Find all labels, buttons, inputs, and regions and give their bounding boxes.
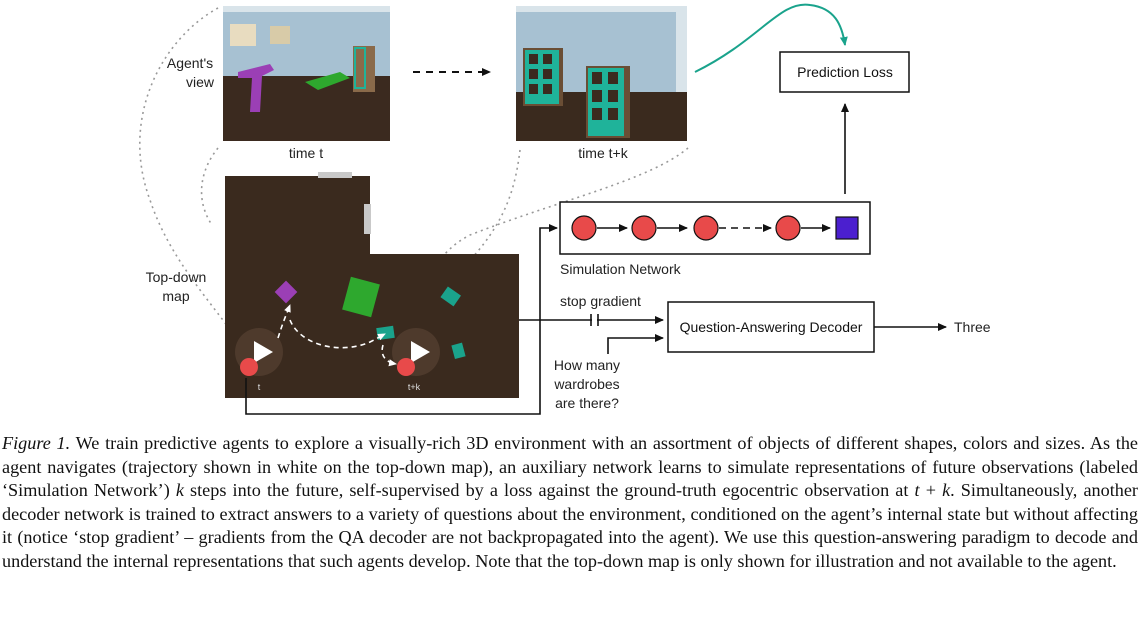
- topdown-map: t t+k: [225, 172, 519, 398]
- answer-label: Three: [954, 319, 991, 335]
- sim-node-2: [631, 215, 657, 241]
- agents-view-label-line2: view: [186, 74, 215, 90]
- figure-diagram: Agent's view time t: [139, 3, 991, 415]
- wardrobe-near: [523, 48, 563, 106]
- map-purple-object: [274, 280, 298, 304]
- question-line3: are there?: [555, 395, 619, 411]
- prediction-loss-label: Prediction Loss: [797, 64, 893, 80]
- agent-view-time-t: [223, 6, 390, 141]
- teal-arrow-to-loss: [694, 3, 848, 73]
- caption-text-3: . Simultaneously, another decoder networ…: [2, 480, 1138, 571]
- map-green-object: [342, 276, 380, 318]
- map-marker-t: t: [258, 382, 261, 392]
- sim-node-3: [693, 215, 719, 241]
- agent-marker-tk: [411, 341, 430, 363]
- caption-label: Figure 1.: [2, 433, 71, 453]
- question-arrow: [607, 334, 664, 354]
- caption-math-k: k: [175, 480, 184, 501]
- question-line1: How many: [554, 357, 620, 373]
- caption-text-2: steps into the future, self-supervised b…: [183, 480, 915, 501]
- agent-view-time-tk: [516, 6, 687, 141]
- wardrobe-far: [586, 66, 630, 138]
- prediction-loss-box: [779, 51, 910, 93]
- topdown-map-label-line2: map: [162, 288, 189, 304]
- agent-marker-t: [254, 341, 273, 363]
- map-marker-tk: t+k: [408, 382, 421, 392]
- agents-view-label-line1: Agent's: [167, 55, 213, 71]
- sim-output-square: [835, 216, 859, 240]
- simulation-network-nodes: [571, 215, 859, 241]
- question-line2: wardrobes: [553, 376, 619, 392]
- map-connectors: [245, 224, 664, 415]
- sim-node-1: [571, 215, 597, 241]
- time-tk-label: time t+k: [578, 145, 628, 161]
- figure-caption: Figure 1. We train predictive agents to …: [2, 432, 1138, 574]
- topdown-map-label-line1: Top-down: [146, 269, 207, 285]
- caption-math-plus: +: [919, 480, 943, 501]
- caption-text-1: We train predictive agents to explore a …: [2, 433, 1138, 501]
- qa-decoder-label: Question-Answering Decoder: [680, 319, 863, 335]
- caption-math-k2: k: [942, 480, 951, 501]
- sim-node-4: [775, 215, 801, 241]
- caption-math-t: t: [914, 480, 920, 501]
- stop-gradient-label: stop gradient: [560, 293, 641, 309]
- simulation-network-label: Simulation Network: [560, 261, 682, 277]
- time-t-label: time t: [289, 145, 323, 161]
- trajectory: [277, 304, 397, 367]
- map-teal-object-3: [451, 342, 466, 360]
- map-teal-object-1: [440, 286, 461, 307]
